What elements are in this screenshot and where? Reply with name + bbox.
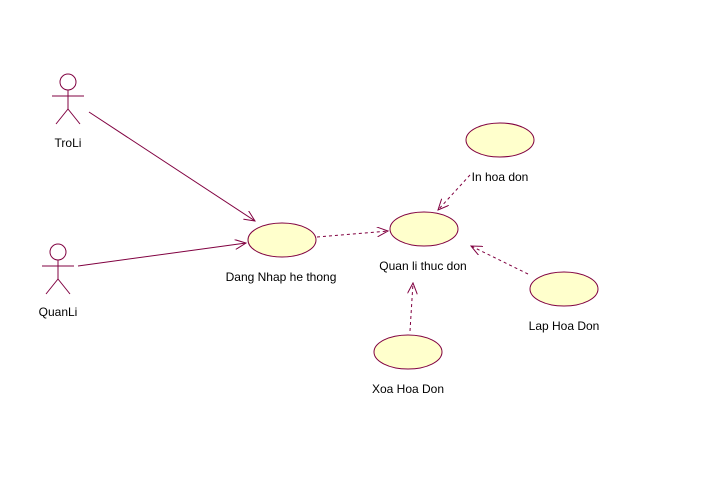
association-quanli-dang-nhap: [77, 243, 246, 267]
usecase-lap-hoa-don[interactable]: [529, 271, 599, 307]
usecase-lap-hoa-don-label: Lap Hoa Don: [529, 319, 600, 333]
usecase-xoa-hoa-don-label: Xoa Hoa Don: [372, 382, 444, 396]
actor-troli-label: TroLi: [55, 136, 82, 150]
actor-quanli-label: QuanLi: [39, 305, 78, 319]
usecase-in-hoa-don[interactable]: [465, 122, 535, 158]
dependency-dang-nhap-quan-li: [316, 231, 388, 238]
usecase-dang-nhap-label: Dang Nhap he thong: [226, 270, 337, 284]
association-troli-dang-nhap: [88, 111, 255, 221]
dependency-lap-hoa-don-quan-li: [471, 246, 529, 275]
actor-quanli[interactable]: [42, 243, 74, 295]
usecase-quan-li-thuc-don[interactable]: [389, 211, 459, 247]
usecase-dang-nhap[interactable]: [247, 222, 317, 258]
actor-troli-head: [59, 73, 77, 91]
dependency-xoa-hoa-don-quan-li: [410, 283, 413, 332]
usecase-quan-li-thuc-don-label: Quan li thuc don: [379, 259, 466, 273]
actor-quanli-head: [49, 243, 67, 261]
actor-troli[interactable]: [52, 73, 84, 125]
usecase-in-hoa-don-label: In hoa don: [472, 170, 529, 184]
dependency-in-hoa-don-quan-li: [438, 174, 471, 210]
usecase-xoa-hoa-don[interactable]: [373, 334, 443, 370]
